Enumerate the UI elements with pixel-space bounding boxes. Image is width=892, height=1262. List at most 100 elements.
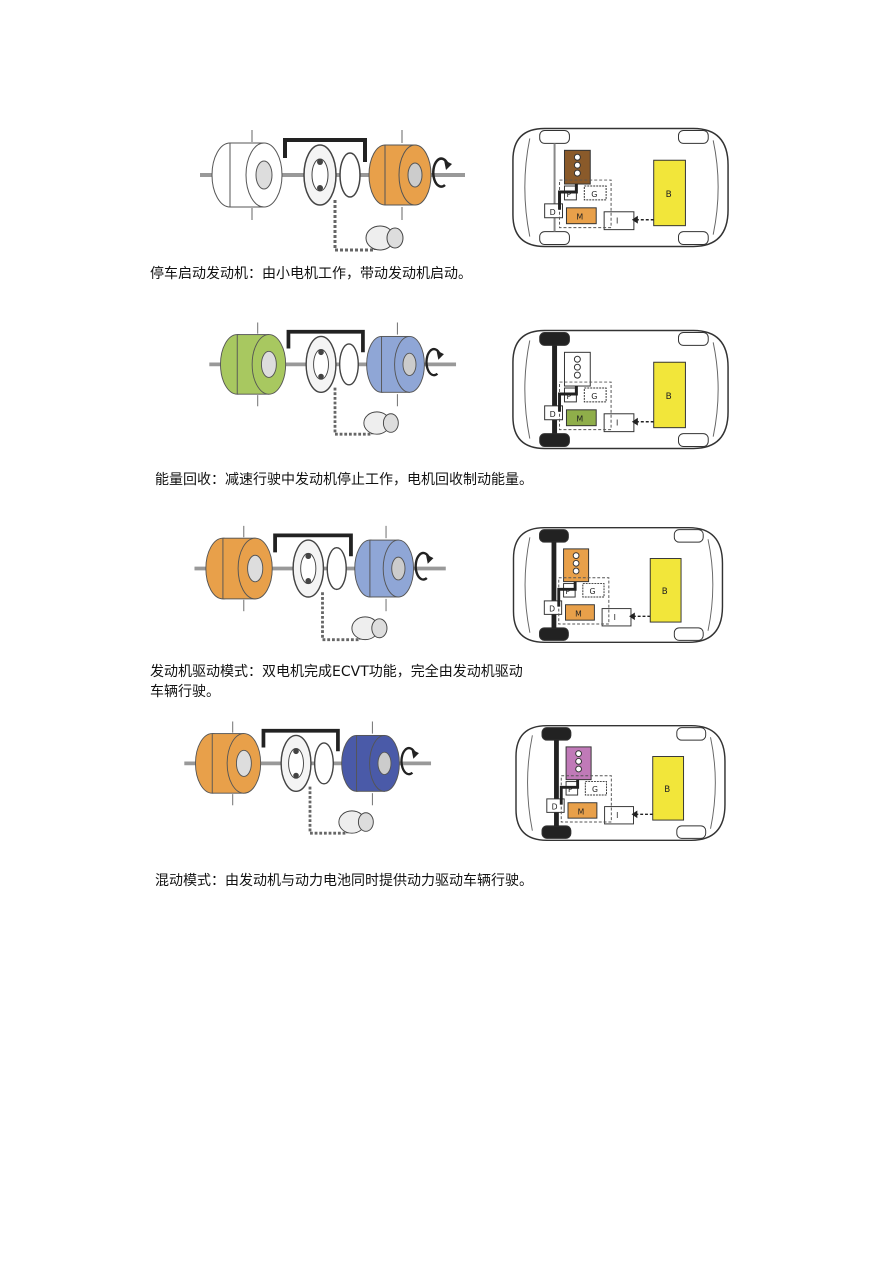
cylinder [573, 363, 581, 371]
inverter-box [603, 413, 635, 433]
inverter-box [603, 211, 635, 231]
generator-label: G [591, 190, 597, 199]
motor-box [565, 604, 595, 621]
inverter-label: I [616, 217, 618, 226]
arrow-head-icon [631, 417, 638, 426]
mode-caption: 停车启动发动机：由小电机工作，带动发动机启动。 [150, 266, 472, 282]
planetary-label: P [566, 392, 571, 401]
final-drive-gear [357, 812, 374, 832]
wheel [673, 529, 704, 543]
differential-label: D [550, 410, 556, 419]
differential-label: D [550, 208, 556, 217]
ring-gear [326, 546, 347, 591]
ring-gear [313, 742, 334, 785]
rear-window [707, 539, 714, 631]
windshield [524, 138, 531, 237]
motor-hub [377, 751, 392, 776]
sun-gear [300, 552, 317, 585]
planetary-label: P [568, 785, 573, 794]
cylinder [572, 552, 580, 559]
battery-pack [653, 361, 686, 429]
wheel [539, 627, 569, 641]
arrow-head-icon [425, 554, 434, 564]
motor-box [565, 207, 597, 225]
powertrain-svg [209, 322, 457, 436]
motor-hub [391, 556, 406, 581]
windshield [524, 537, 531, 633]
engine-hub [255, 160, 273, 190]
motor-box [567, 802, 598, 819]
differential-label: D [549, 604, 555, 613]
cylinder [575, 765, 582, 773]
rear-window [712, 342, 719, 437]
cylinder [575, 757, 582, 765]
cylinder [573, 153, 581, 161]
motor-label: M [578, 807, 585, 816]
planet-pinion [305, 578, 312, 584]
power-flow-arrow-icon [558, 184, 578, 210]
windshield [527, 735, 533, 831]
wheel [677, 130, 709, 144]
linkage-bracket [286, 329, 365, 353]
ring-gear [339, 152, 361, 198]
inverter-label: I [616, 811, 618, 820]
battery-label: B [666, 392, 672, 402]
mode-caption: 能量回收：减速行驶中发动机停止工作，电机回收制动能量。 [155, 472, 533, 488]
engine-hub [247, 554, 264, 583]
powertrain-diagram-engine-drive [185, 520, 460, 659]
wheel [539, 332, 570, 346]
arrow-head-icon [411, 749, 419, 759]
wheel [677, 433, 709, 447]
planet-pinion [318, 349, 324, 356]
engine-hub [235, 749, 252, 777]
mode-caption: 混动模式：由发动机与动力电池同时提供动力驱动车辆行驶。 [155, 873, 533, 889]
generator-box [583, 185, 607, 201]
final-drive-gear [371, 618, 388, 639]
arrow-head-icon [444, 160, 452, 170]
rear-window [712, 140, 719, 235]
battery-label: B [664, 785, 670, 795]
arrow-head-icon [629, 612, 635, 621]
planet-pinion [293, 748, 299, 755]
planetary-label: P [566, 587, 571, 596]
wheel [673, 627, 704, 641]
battery-label: B [662, 587, 668, 597]
motor-hub [402, 352, 417, 377]
planet-pinion [293, 772, 299, 779]
generator-label: G [591, 392, 597, 401]
motor-label: M [576, 213, 583, 222]
rotation-arrow-icon [414, 551, 431, 581]
battery-label: B [666, 190, 672, 200]
wheel [676, 825, 707, 839]
cylinder [573, 371, 581, 379]
planet-pinion [305, 553, 312, 560]
planet-pinion [317, 185, 323, 191]
planet-pinion [318, 373, 324, 380]
inverter-label: I [614, 613, 616, 622]
windshield [524, 340, 531, 439]
final-drive-gear [386, 227, 404, 249]
linkage-bracket [261, 728, 340, 752]
generator-label: G [592, 785, 598, 794]
wheel [677, 231, 709, 245]
generator-box [583, 387, 607, 403]
wheel [676, 727, 707, 741]
wheel [541, 727, 572, 741]
cylinder [572, 559, 580, 567]
motor-label: M [575, 609, 582, 618]
linkage-bracket [283, 138, 367, 162]
wheel [539, 130, 570, 144]
powertrain-diagram-start-engine [190, 130, 480, 264]
planet-pinion [317, 159, 323, 165]
inverter-box [601, 608, 632, 627]
motor-hub [407, 162, 423, 188]
powertrain-svg [184, 721, 432, 835]
arrow-head-icon [631, 810, 638, 819]
rear-window [710, 737, 716, 829]
powertrain-svg [200, 130, 465, 252]
